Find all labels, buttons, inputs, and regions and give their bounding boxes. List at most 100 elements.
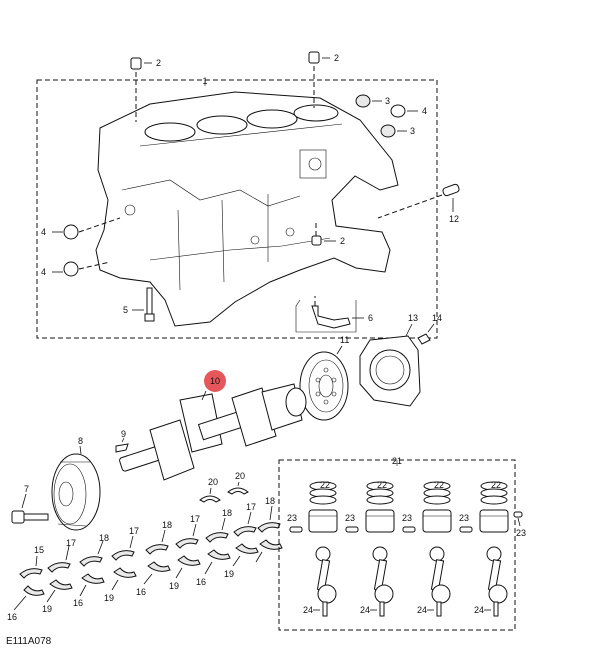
oil-jet-6[interactable] (311, 296, 351, 329)
callout-4-left-lower[interactable]: 4 (41, 267, 46, 277)
connecting-rod-3[interactable] (429, 546, 451, 604)
main-bearing-shell-pair-5[interactable] (175, 538, 201, 566)
key-9[interactable] (115, 443, 129, 453)
callout-12[interactable]: 12 (449, 214, 459, 224)
callout-18-4[interactable]: 18 (265, 496, 275, 506)
sleeve-12[interactable] (377, 183, 460, 219)
callout-17-4[interactable]: 17 (246, 502, 256, 512)
pulley-bolt-7[interactable] (11, 510, 49, 524)
bolt-5[interactable] (144, 287, 155, 322)
callout-17-2[interactable]: 17 (129, 526, 139, 536)
callout-23-2[interactable]: 23 (345, 513, 355, 523)
wrist-pin-clip-23-3[interactable] (402, 526, 416, 533)
plug-4-left-lower[interactable] (63, 261, 111, 277)
callout-19-2[interactable]: 19 (104, 593, 114, 603)
thrust-washer-20-left[interactable] (199, 495, 221, 503)
callout-3-lower[interactable]: 3 (410, 126, 415, 136)
main-bearing-shell-pair-6[interactable] (205, 532, 231, 560)
callout-23-5[interactable]: 23 (516, 528, 526, 538)
main-bearing-shell-pair-7[interactable] (233, 526, 259, 554)
callout-16-2[interactable]: 16 (73, 598, 83, 608)
callout-19-1[interactable]: 19 (42, 604, 52, 614)
piston-3[interactable] (422, 509, 452, 533)
engine-block[interactable] (95, 91, 399, 327)
piston-rings-22-2[interactable] (366, 481, 394, 505)
flexplate-11[interactable] (299, 351, 349, 421)
callout-24-1[interactable]: 24 (303, 605, 313, 615)
callout-22-3[interactable]: 22 (434, 480, 444, 490)
callout-23-3[interactable]: 23 (402, 513, 412, 523)
callout-16-3[interactable]: 16 (136, 587, 146, 597)
callout-18-3[interactable]: 18 (222, 508, 232, 518)
thrust-washer-20-right[interactable] (227, 487, 249, 495)
plug-4-left-upper[interactable] (63, 217, 121, 240)
connecting-rod-2[interactable] (372, 546, 394, 604)
plug-3-upper[interactable] (355, 94, 371, 108)
main-bearing-shell-pair-3[interactable] (111, 550, 137, 578)
callout-18-2[interactable]: 18 (162, 520, 172, 530)
main-bearing-shell-pair-2[interactable] (79, 556, 105, 584)
callout-17-3[interactable]: 17 (190, 514, 200, 524)
main-bearing-shell-pair-4[interactable] (145, 544, 171, 572)
dowel-pin-top-left[interactable] (130, 57, 142, 122)
dowel-pin-side[interactable] (311, 222, 322, 246)
callout-5[interactable]: 5 (123, 305, 128, 315)
callout-23-1[interactable]: 23 (287, 513, 297, 523)
callout-19-3[interactable]: 19 (169, 581, 179, 591)
callout-7[interactable]: 7 (24, 484, 29, 494)
callout-14[interactable]: 14 (432, 313, 442, 323)
callout-1[interactable]: 1 (202, 76, 207, 86)
main-bearing-shell-16-1[interactable] (47, 562, 73, 590)
callout-6[interactable]: 6 (368, 313, 373, 323)
callout-2-top-left[interactable]: 2 (156, 58, 161, 68)
callout-15[interactable]: 15 (34, 545, 44, 555)
piston-rings-22-4[interactable] (480, 481, 508, 505)
callout-24-2[interactable]: 24 (360, 605, 370, 615)
wrist-pin-clip-23-4[interactable] (459, 526, 473, 533)
callout-8[interactable]: 8 (78, 436, 83, 446)
connecting-rod-1[interactable] (315, 546, 337, 604)
main-bearing-shell-pair-8[interactable] (257, 522, 283, 550)
piston-4[interactable] (479, 509, 509, 533)
plug-3-lower[interactable] (380, 124, 396, 138)
callout-16-1[interactable]: 16 (7, 612, 17, 622)
callout-20-right[interactable]: 20 (235, 471, 245, 481)
dowel-pin-top-right[interactable] (308, 51, 320, 108)
piston-rings-22-3[interactable] (423, 481, 451, 505)
rod-bolt-24-1[interactable] (322, 601, 328, 617)
callout-4-right[interactable]: 4 (422, 106, 427, 116)
callout-3-upper[interactable]: 3 (385, 96, 390, 106)
callout-2-top-right[interactable]: 2 (334, 53, 339, 63)
callout-18-1[interactable]: 18 (99, 533, 109, 543)
piston-rings-22-1[interactable] (309, 481, 337, 505)
piston-1[interactable] (308, 509, 338, 533)
rod-bolt-24-4[interactable] (493, 601, 499, 617)
plug-4-right[interactable] (390, 104, 406, 118)
rod-bolt-24-3[interactable] (436, 601, 442, 617)
callout-24-4[interactable]: 24 (474, 605, 484, 615)
crankshaft-10[interactable] (119, 383, 307, 481)
callout-17-1[interactable]: 17 (66, 538, 76, 548)
piston-2[interactable] (365, 509, 395, 533)
callout-9[interactable]: 9 (121, 429, 126, 439)
wrist-pin-clip-23-1[interactable] (289, 526, 303, 533)
callout-16-4[interactable]: 16 (196, 577, 206, 587)
callout-23-4[interactable]: 23 (459, 513, 469, 523)
rod-bolt-24-2[interactable] (379, 601, 385, 617)
wrist-pin-clip-23-5[interactable] (513, 511, 523, 518)
callout-21[interactable]: 21 (392, 456, 402, 466)
callout-19-4[interactable]: 19 (224, 569, 234, 579)
callout-10[interactable]: 10 (210, 376, 220, 386)
rear-seal-housing-13[interactable] (359, 335, 421, 407)
bolt-14[interactable] (417, 333, 431, 345)
callout-4-left-upper[interactable]: 4 (41, 227, 46, 237)
crankshaft-pulley-8[interactable] (51, 453, 101, 531)
callout-24-3[interactable]: 24 (417, 605, 427, 615)
callout-22-2[interactable]: 22 (377, 480, 387, 490)
callout-13[interactable]: 13 (408, 313, 418, 323)
callout-2-side[interactable]: 2 (340, 236, 345, 246)
callout-22-1[interactable]: 22 (320, 480, 330, 490)
connecting-rod-4[interactable] (486, 546, 508, 604)
callout-11[interactable]: 11 (340, 335, 349, 345)
callout-22-4[interactable]: 22 (491, 480, 501, 490)
